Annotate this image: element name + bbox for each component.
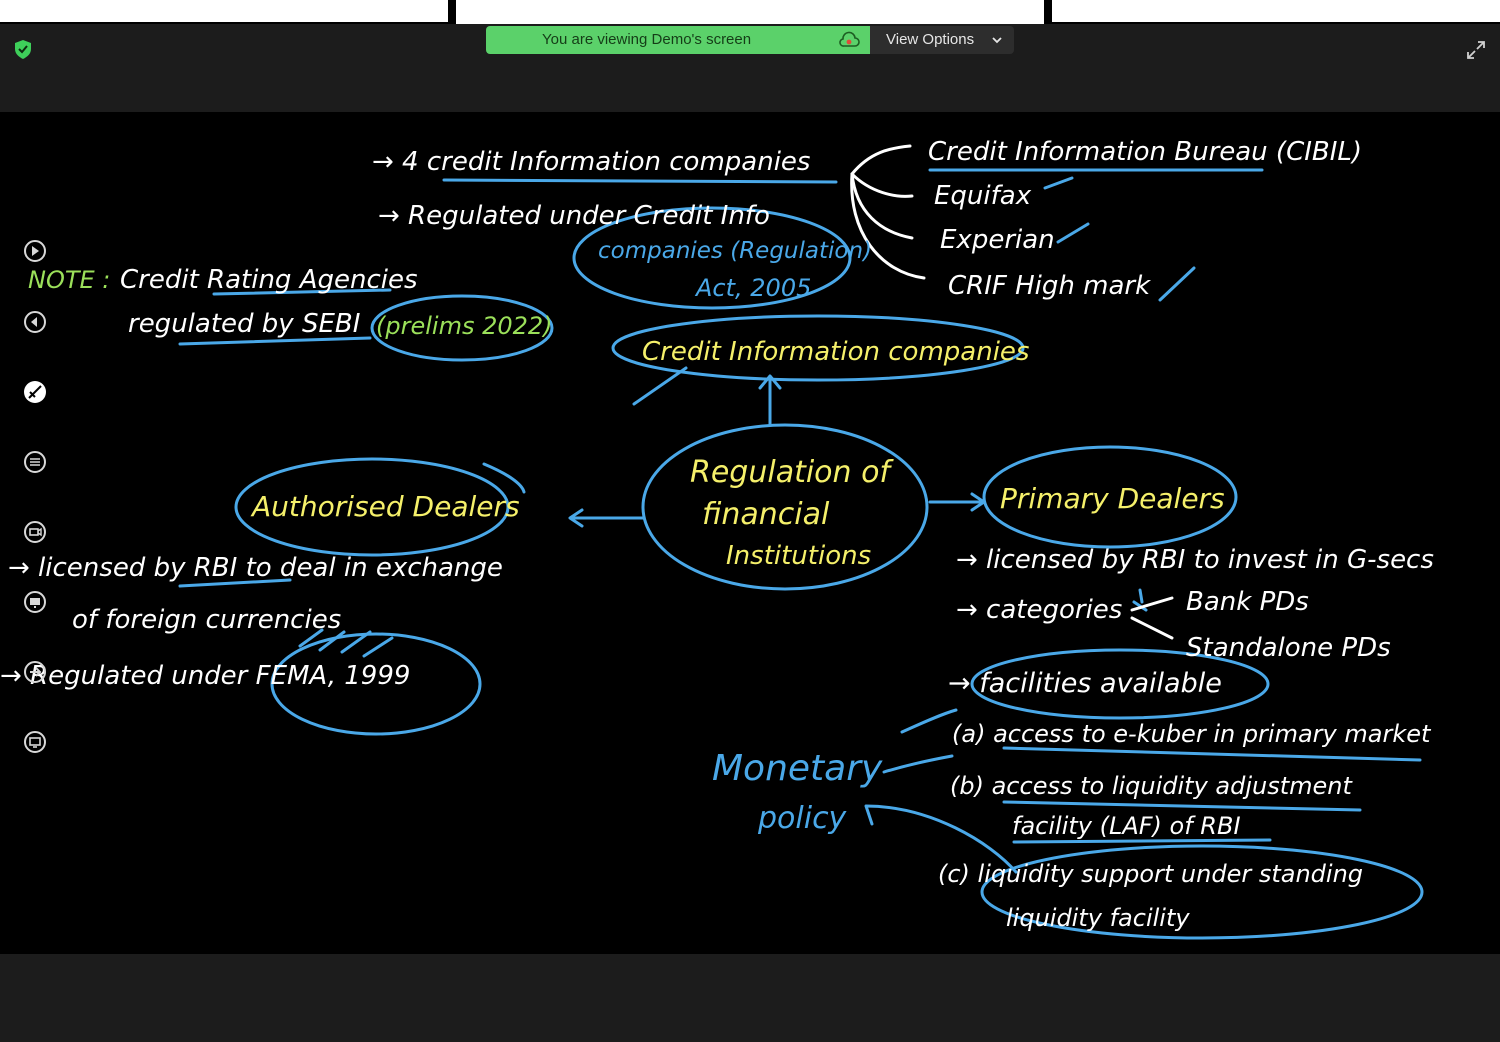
pd-fac-c2: liquidity facility: [1006, 904, 1190, 932]
center-ellipse: [641, 423, 929, 591]
pen-off-icon[interactable]: [22, 379, 48, 405]
center-line-2: financial: [702, 497, 830, 532]
cic-item-3: Experian: [940, 225, 1055, 255]
note-prelims: (prelims 2022): [376, 312, 553, 340]
ad-ellipse: [234, 457, 510, 557]
pd-fac-a: (a) access to e-kuber in primary market: [952, 720, 1432, 748]
pd-facilities: → facilities available: [948, 668, 1222, 699]
facilities-ellipse: [970, 648, 1270, 720]
pd-ellipse: [982, 445, 1238, 549]
meeting-footer: [0, 954, 1500, 1042]
top-strip: [0, 0, 1500, 24]
note-line-2: regulated by SEBI: [128, 309, 360, 339]
cic-title: Credit Information companies: [642, 337, 1029, 367]
note-label: NOTE :: [28, 266, 110, 294]
arrow-left: [568, 508, 646, 528]
cic-line-2: → Regulated under Credit Info: [378, 201, 770, 231]
cic-act-2: Act, 2005: [694, 274, 811, 302]
pd-line-1: → licensed by RBI to invest in G-secs: [956, 545, 1434, 575]
arrow-icon[interactable]: [22, 659, 48, 685]
cic-item-2: Equifax: [934, 181, 1032, 211]
banner-text: You are viewing Demo's screen: [542, 31, 752, 48]
ad-title: Authorised Dealers: [250, 490, 520, 523]
cic-act-1: companies (Regulation): [598, 238, 872, 264]
pd-cat-b: Standalone PDs: [1186, 633, 1391, 663]
view-options-label: View Options: [886, 31, 975, 48]
cloud-icon: [839, 31, 860, 47]
window-edge: [456, 0, 1044, 24]
monetary-line-2: policy: [757, 801, 848, 836]
pd-title: Primary Dealers: [1000, 482, 1225, 515]
list-icon[interactable]: [22, 449, 48, 475]
back-icon[interactable]: [22, 309, 48, 335]
window-edge: [0, 0, 448, 22]
pd-fac-c1: (c) liquidity support under standing: [938, 860, 1363, 888]
monetary-line-1: Monetary: [712, 748, 883, 789]
pd-cat-a: Bank PDs: [1186, 587, 1309, 617]
cic-ellipse: [611, 314, 1025, 382]
whiteboard-canvas: Regulation of financial Institutions Cre…: [0, 112, 1500, 954]
center-line-1: Regulation of: [690, 455, 894, 490]
pd-categories: → categories: [956, 595, 1122, 625]
cic-item-1: Credit Information Bureau (CIBIL): [928, 137, 1362, 167]
chevron-down-icon: [992, 37, 1002, 44]
screen-share-banner: You are viewing Demo's screen: [486, 26, 870, 54]
pd-fac-b1: (b) access to liquidity adjustment: [950, 772, 1353, 800]
pd-fac-b2: facility (LAF) of RBI: [1012, 812, 1241, 840]
note-line-1: Credit Rating Agencies: [120, 265, 418, 295]
cic-line-1: → 4 credit Information companies: [372, 147, 810, 177]
share-icon[interactable]: [22, 729, 48, 755]
ad-line-2: of foreign currencies: [72, 605, 341, 635]
act-ellipse: [572, 206, 852, 310]
video-icon[interactable]: [22, 519, 48, 545]
ad-line-1: → licensed by RBI to deal in exchange: [8, 553, 503, 583]
ad-line-3: → Regulated under FEMA, 1999: [0, 661, 410, 691]
handwritten-notes: Regulation of financial Institutions Cre…: [0, 137, 1434, 940]
prelims-ellipse: [370, 294, 554, 362]
expand-icon[interactable]: [1464, 38, 1488, 62]
fema-ellipse: [270, 632, 482, 736]
arrow-right: [928, 492, 986, 512]
liquidity-ellipse: [980, 844, 1424, 940]
window-edge: [1052, 0, 1500, 22]
view-options-button[interactable]: View Options: [870, 26, 1014, 54]
screen-icon[interactable]: [22, 589, 48, 615]
cic-item-4: CRIF High mark: [948, 271, 1151, 301]
center-line-3: Institutions: [726, 541, 871, 571]
shield-icon[interactable]: [12, 38, 34, 60]
arrow-up: [758, 374, 782, 426]
play-icon[interactable]: [22, 238, 48, 264]
